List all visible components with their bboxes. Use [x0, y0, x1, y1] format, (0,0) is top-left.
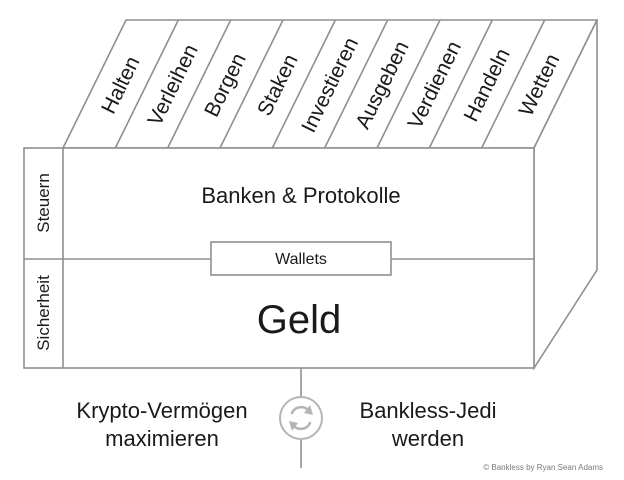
side-label-taxes: Steuern	[34, 173, 53, 233]
footer-right-line2: werden	[391, 426, 464, 451]
top-divider	[219, 19, 284, 149]
banks-protocols-label: Banken & Protokolle	[201, 183, 400, 208]
top-divider	[323, 19, 389, 149]
refresh-cycle-icon	[279, 396, 323, 440]
top-divider	[166, 19, 232, 149]
wallets-label: Wallets	[275, 251, 327, 268]
footer-left-line1: Krypto-Vermögen	[76, 398, 247, 423]
money-label: Geld	[257, 298, 342, 342]
side-label-security: Sicherheit	[34, 275, 53, 351]
top-divider	[271, 19, 337, 149]
wallets-box	[210, 241, 392, 276]
top-divider	[114, 19, 180, 149]
credit-text: © Bankless by Ryan Sean Adams	[483, 463, 603, 472]
top-divider	[428, 19, 494, 149]
top-divider	[376, 19, 441, 149]
top-face-dividers	[114, 19, 546, 149]
footer-right-line1: Bankless-Jedi	[360, 398, 497, 423]
top-divider	[480, 19, 546, 149]
footer-left-line2: maximieren	[105, 426, 219, 451]
